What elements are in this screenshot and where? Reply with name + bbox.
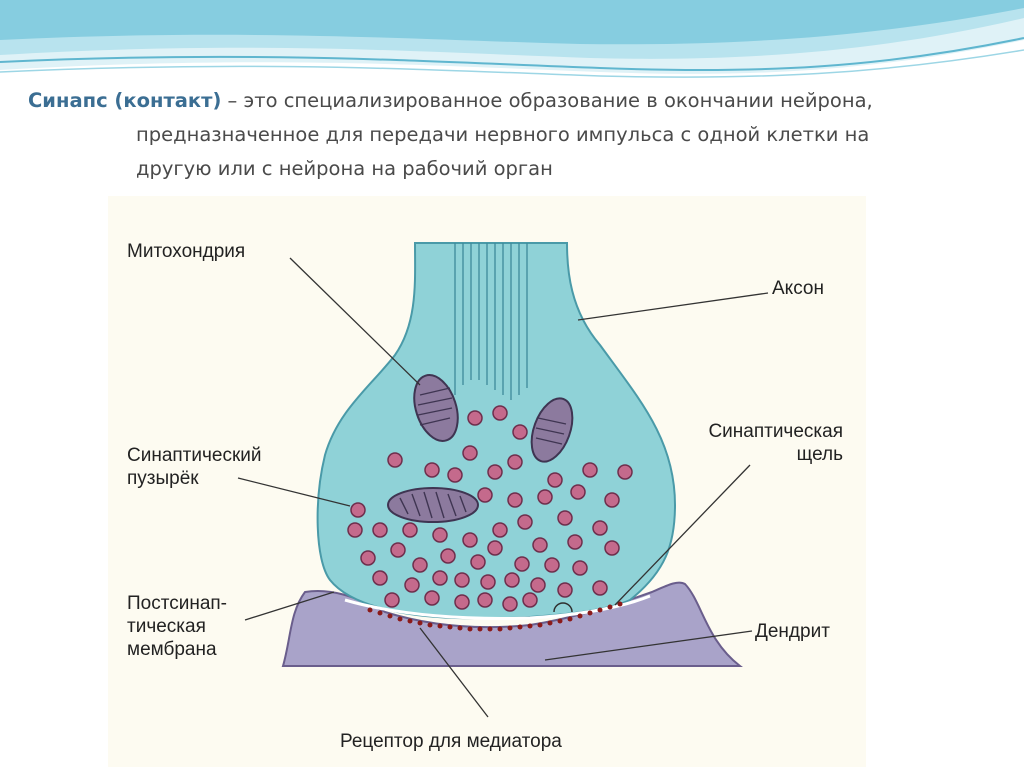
mitochondrion-2 bbox=[530, 397, 574, 463]
definition-line-1: Синапс (контакт) – это специализированно… bbox=[28, 84, 1008, 118]
definition-line-3: другую или с нейрона на рабочий орган bbox=[136, 157, 553, 180]
definition-term: Синапс (контакт) bbox=[28, 89, 222, 112]
label-receptor: Рецептор для медиатора bbox=[340, 731, 562, 752]
synaptic-vesicles bbox=[347, 405, 633, 612]
label-axon: Аксон bbox=[772, 278, 824, 299]
label-synaptic-vesicle-line-2: пузырёк bbox=[127, 468, 199, 489]
definition-line-1-text: – это специализированное образование в о… bbox=[221, 89, 873, 112]
label-mitochondrion: Митохондрия bbox=[127, 241, 245, 262]
fusing-vesicle bbox=[553, 602, 573, 613]
leader-lines bbox=[237, 257, 769, 718]
mitochondrion-1 bbox=[413, 374, 459, 442]
mediator-receptors bbox=[367, 601, 623, 632]
neurofilaments bbox=[454, 243, 528, 400]
label-synaptic-cleft-line-2: щель bbox=[797, 444, 843, 465]
label-postsynaptic-membrane-line-1: Постсинап- bbox=[127, 593, 227, 614]
decorative-wave-header bbox=[0, 0, 1024, 78]
label-dendrite: Дендрит bbox=[755, 621, 830, 642]
label-synaptic-vesicle-line-1: Синаптический bbox=[127, 445, 262, 466]
synapse-definition: Синапс (контакт) – это специализированно… bbox=[28, 84, 1008, 186]
mitochondrion-3 bbox=[387, 487, 479, 523]
label-synaptic-cleft-line-1: Синаптическая bbox=[708, 421, 843, 442]
label-postsynaptic-membrane-line-3: мембрана bbox=[127, 639, 217, 660]
label-postsynaptic-membrane-line-2: тическая bbox=[127, 616, 206, 637]
presynaptic-membrane bbox=[344, 594, 651, 620]
definition-line-2: предназначенное для передачи нервного им… bbox=[136, 123, 870, 146]
